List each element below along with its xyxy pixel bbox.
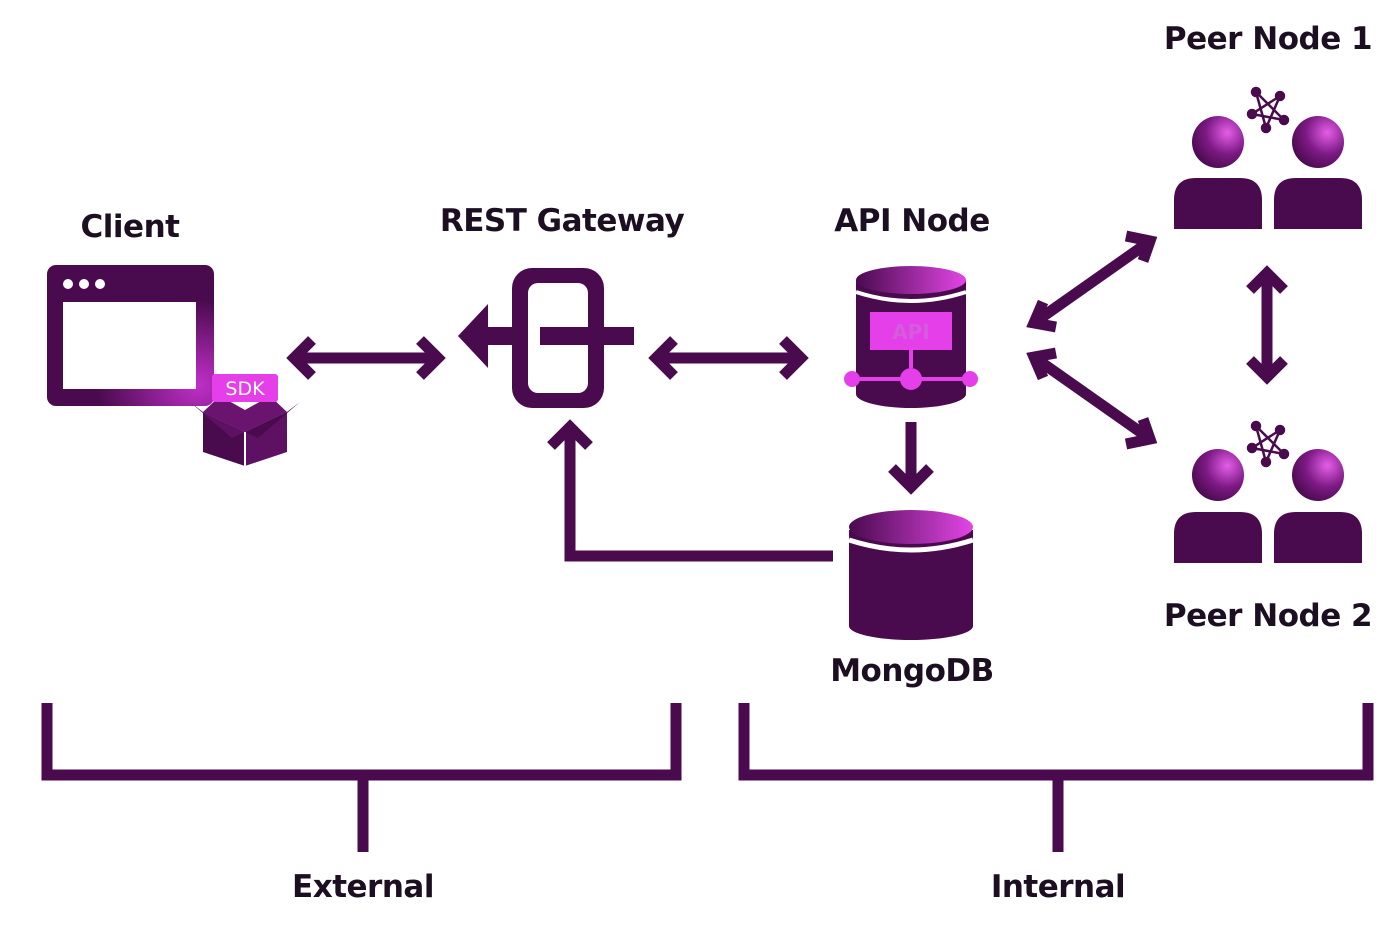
open-box-icon [190, 396, 300, 466]
mongodb-label: MongoDB [830, 653, 994, 689]
internal-label: Internal [990, 869, 1126, 905]
peer-node-1-label: Peer Node 1 [1163, 21, 1373, 57]
database-cylinder-icon [848, 510, 974, 640]
mongodb-gateway-arrow [547, 419, 833, 562]
client-label: Client [80, 209, 180, 245]
api-badge-label: API [892, 320, 930, 344]
sdk-label: SDK [225, 378, 265, 400]
external-label: External [292, 869, 434, 905]
people-network-icon [1174, 86, 1362, 229]
api-node-label: API Node [834, 203, 990, 239]
peer1-peer2-arrow [1246, 265, 1288, 385]
gateway-apinode-arrow [648, 336, 809, 380]
apinode-peer1-arrow [1026, 230, 1158, 333]
people-network-icon [1174, 420, 1362, 563]
peer-node-2-label: Peer Node 2 [1163, 598, 1373, 634]
client-gateway-arrow [286, 336, 446, 380]
database-server-icon: API [844, 266, 978, 408]
internal-bracket [738, 703, 1374, 852]
sdk-badge: SDK [212, 374, 278, 402]
gateway-link-icon [458, 268, 634, 408]
rest-gateway-label: REST Gateway [439, 203, 685, 239]
apinode-mongodb-arrow [888, 422, 934, 495]
browser-window-icon [47, 265, 214, 406]
apinode-peer2-arrow [1026, 347, 1158, 450]
external-bracket [41, 703, 682, 852]
